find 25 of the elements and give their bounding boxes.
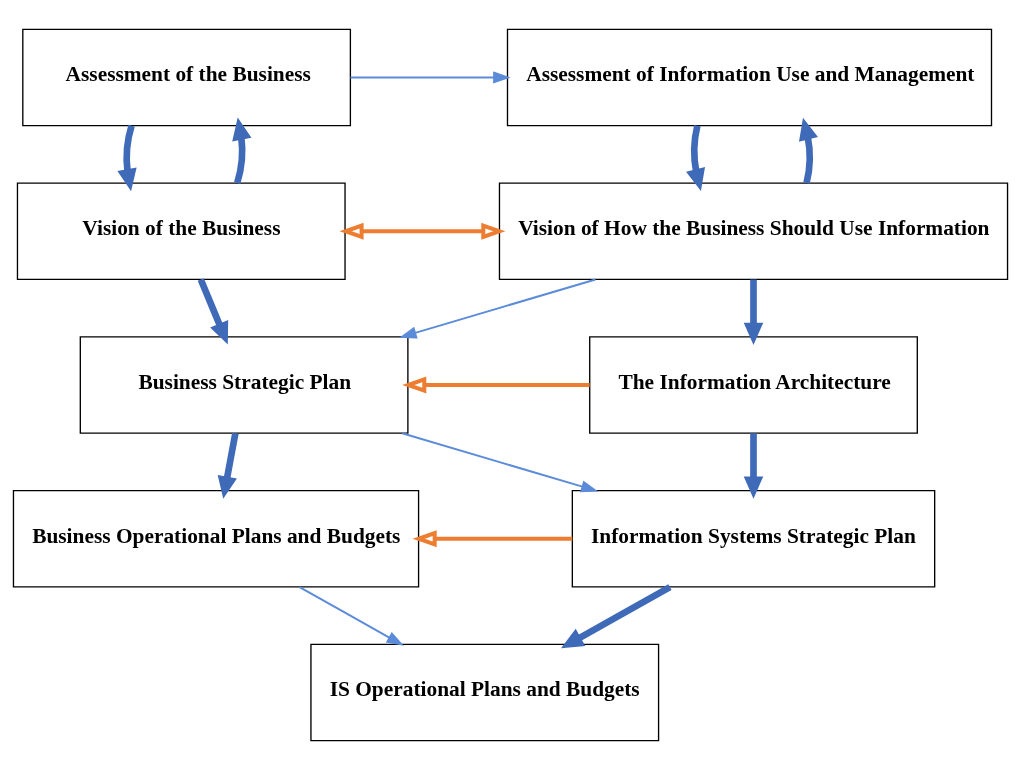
node-box: Business Operational Plans and Budgets [12, 489, 420, 588]
node-box: Vision of How the Business Should Use Information [498, 181, 1009, 280]
node-box: Information Systems Strategic Plan [571, 489, 936, 588]
node-box: Business Strategic Plan [79, 335, 409, 434]
arrow [401, 431, 599, 492]
arrow [217, 432, 239, 499]
arrow [561, 583, 672, 648]
arrow [197, 277, 229, 344]
arrow [232, 117, 252, 184]
arrow [339, 222, 506, 240]
node-box: IS Operational Plans and Budgets [310, 643, 660, 741]
arrow [686, 124, 706, 191]
node-box: Assessment of Information Use and Management [506, 28, 993, 126]
arrow [798, 117, 818, 184]
arrow [399, 278, 596, 339]
arrow [117, 124, 137, 191]
arrow [743, 432, 764, 499]
node-box: The Information Architecture [589, 335, 918, 434]
arrow [412, 529, 573, 547]
arrow [350, 70, 511, 84]
arrow [402, 376, 590, 393]
arrow [743, 279, 764, 345]
node-box: Vision of the Business [16, 181, 346, 280]
arrow [299, 585, 404, 646]
node-box: Assessment of the Business [22, 28, 352, 126]
